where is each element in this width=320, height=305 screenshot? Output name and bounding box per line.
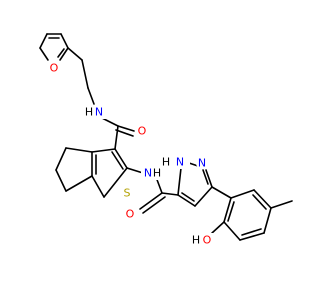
atom-label-pyrazole-nh: H N <box>160 155 190 169</box>
atom-label-amide-oxygen-top: O <box>136 125 148 138</box>
furan-ring <box>39 33 69 61</box>
carbonyl-oxygen: O <box>126 208 135 221</box>
bond <box>114 148 128 169</box>
bond <box>111 151 124 170</box>
bond <box>181 192 195 202</box>
bond <box>139 192 163 210</box>
bond <box>65 175 93 192</box>
bond <box>211 186 232 199</box>
bond <box>39 33 48 49</box>
furan-oxygen: O <box>50 62 59 75</box>
atom-label-phenol-oh: H O <box>190 233 214 247</box>
bond <box>241 228 262 236</box>
bond <box>67 47 83 61</box>
bond <box>177 167 182 196</box>
bond <box>223 197 232 223</box>
bond <box>87 87 95 105</box>
nitrogen-label: N <box>95 106 103 119</box>
atom-label-pyrazole-n: N <box>196 157 208 170</box>
structure-drawing: O H N O S N H O H N N H O <box>39 33 293 247</box>
atom-label-amide-nh-top: H N <box>82 105 106 119</box>
nitrogen-label: N <box>144 167 152 180</box>
hydrogen-label: H <box>162 156 170 169</box>
thiophene-ring <box>91 148 128 198</box>
bond <box>114 125 119 150</box>
atom-label-amide-nh-middle: N H <box>141 166 161 180</box>
bond <box>81 59 89 89</box>
atom-label-thiophene-sulfur: S <box>121 187 133 200</box>
bond <box>205 169 213 188</box>
hydrogen-label: H <box>153 167 161 180</box>
bond <box>115 129 134 137</box>
hydrogen-label: H <box>85 106 93 119</box>
pyrazole-ring <box>177 160 213 207</box>
cyclopentane-ring <box>55 147 93 192</box>
bond <box>55 169 67 192</box>
bond <box>57 48 65 58</box>
hydrogen-label: H <box>192 234 200 247</box>
nitrogen-label: N <box>198 157 206 170</box>
bond <box>177 194 196 207</box>
bond <box>142 196 166 214</box>
phenol-oxygen: O <box>203 234 212 247</box>
bond <box>91 175 105 198</box>
bond <box>239 232 265 241</box>
bond <box>223 221 241 241</box>
bond <box>194 186 213 207</box>
bond <box>253 189 272 209</box>
atom-label-furan-oxygen: O <box>48 62 60 75</box>
carbonyl-oxygen: O <box>138 125 147 138</box>
thiophene-sulfur: S <box>124 187 131 200</box>
bond <box>230 189 255 199</box>
bond <box>126 167 144 174</box>
bond <box>60 33 69 49</box>
bond <box>103 167 128 198</box>
bond <box>39 47 49 61</box>
methyl-bond <box>270 200 293 209</box>
bond <box>91 148 116 153</box>
bond <box>55 147 67 171</box>
bond <box>202 169 209 185</box>
molecule-diagram: O H N O S N H O H N N H O <box>39 33 293 247</box>
bond <box>227 201 235 222</box>
phenol-ring <box>223 189 272 241</box>
bond <box>211 221 225 234</box>
bond <box>252 194 267 210</box>
bond <box>117 125 135 132</box>
bond <box>59 47 69 61</box>
bond <box>65 147 93 153</box>
nitrogen-label: N <box>176 156 184 169</box>
bond <box>263 207 272 234</box>
bond <box>161 192 179 196</box>
atom-label-amide-oxygen-bottom: O <box>124 208 136 221</box>
bond <box>101 117 119 127</box>
